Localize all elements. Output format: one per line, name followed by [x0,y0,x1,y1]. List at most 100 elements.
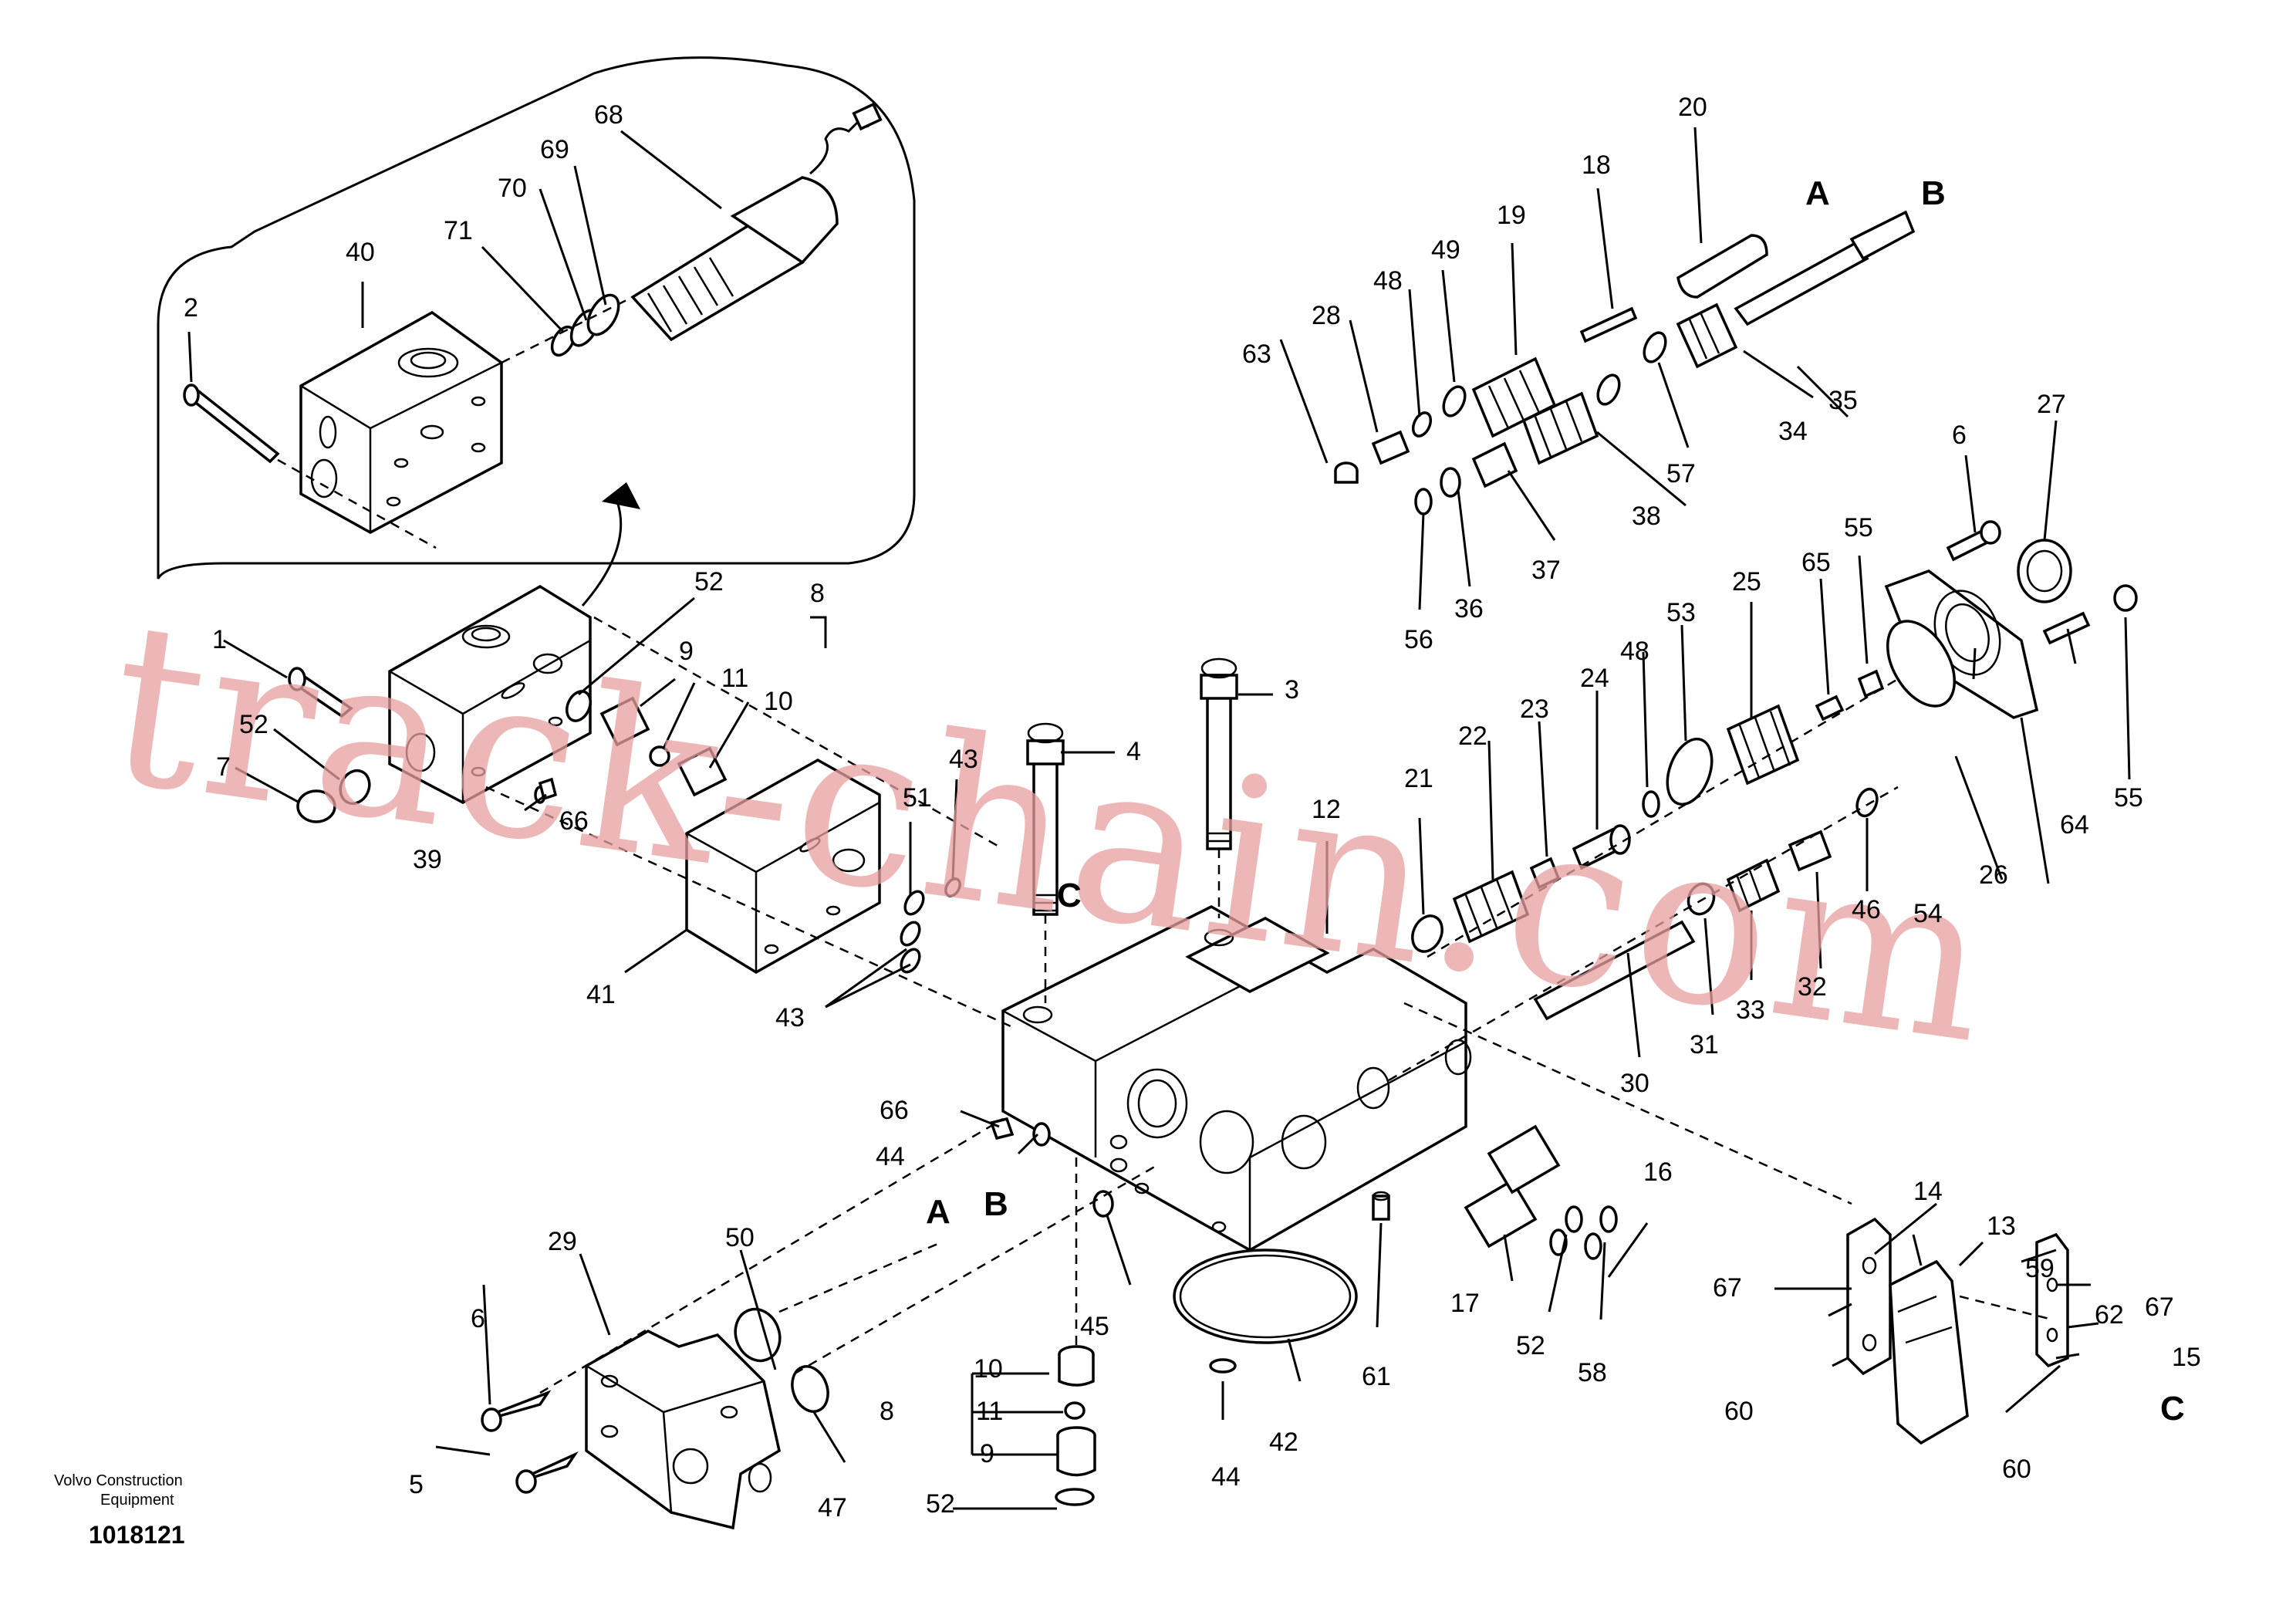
callout: 68 [594,100,623,130]
callout: 65 [1801,548,1831,577]
callout: 24 [1580,664,1609,693]
callout: 14 [1913,1177,1943,1206]
callout: 56 [1404,625,1433,654]
callout: 11 [721,664,748,693]
callout: 9 [679,637,694,666]
section-letter-b: B [984,1185,1008,1223]
callout: 48 [1620,637,1649,666]
callout: 47 [818,1493,847,1522]
callout: 6 [471,1304,485,1333]
callout: 27 [2037,390,2066,419]
callout: 8 [880,1397,894,1426]
callout: 10 [974,1354,1003,1384]
callout: 36 [1454,594,1484,623]
callout: 2 [184,293,198,323]
callout: 43 [775,1003,805,1032]
callout: 53 [1666,598,1696,627]
callout: 51 [903,783,932,813]
callout: 11 [976,1397,1003,1426]
callout: 52 [239,710,268,739]
callout: 62 [2095,1300,2124,1330]
callout: 37 [1531,556,1561,585]
callout: 7 [216,752,231,782]
callout: 44 [1211,1462,1241,1492]
callout: 60 [2002,1455,2031,1484]
callout: 23 [1520,694,1549,724]
callout: 48 [1373,266,1403,296]
footer-maker-line2: Equipment [100,1492,174,1509]
callout: 60 [1724,1397,1754,1426]
callout: 8 [810,579,825,608]
callout: 71 [444,216,473,245]
callout: 54 [1913,899,1943,928]
callout: 16 [1643,1157,1673,1187]
callout: 61 [1362,1362,1391,1391]
callout: 45 [1080,1312,1109,1341]
callout: 41 [586,980,616,1009]
callout: 44 [876,1142,905,1171]
callout: 3 [1285,675,1299,705]
callout: 10 [764,687,793,716]
cover-29 [585,1330,781,1530]
callout: 64 [2060,810,2089,840]
callout: 39 [413,845,442,874]
callout: 55 [2114,783,2143,813]
callout: 9 [980,1439,994,1468]
callout: 34 [1778,417,1808,446]
footer-maker: Volvo Construction [54,1472,183,1489]
callout: 12 [1312,795,1341,824]
callout: 19 [1497,201,1526,230]
callout: 59 [2025,1254,2055,1283]
callout: 15 [2172,1343,2201,1372]
valve-block-39 [388,584,592,804]
section-letter-a: A [1805,174,1830,212]
callout: 31 [1690,1030,1719,1059]
callout: 67 [1713,1273,1742,1303]
callout: 35 [1828,386,1858,415]
callout: 17 [1450,1289,1480,1318]
callout: 58 [1578,1358,1607,1387]
callout: 67 [2145,1293,2174,1322]
callout: 66 [559,806,589,836]
callout: 70 [498,174,527,203]
callout: 4 [1126,737,1141,766]
callout-labels: 68 69 70 71 40 2 52 8 1 9 11 10 52 7 39 … [184,93,2201,1522]
document-number: 1018121 [89,1521,185,1549]
callout: 20 [1678,93,1707,122]
callout: 66 [880,1096,909,1125]
section-letter-c: C [2160,1390,2185,1428]
callout: 63 [1242,340,1271,369]
callout: 57 [1666,459,1696,488]
callout: 18 [1582,150,1611,180]
callout: 55 [1844,513,1873,542]
callout: 50 [725,1223,755,1252]
section-letter-b: B [1921,174,1946,212]
callout: 25 [1732,567,1761,596]
callout: 6 [1952,421,1967,450]
callout: 28 [1312,301,1341,330]
section-letter-c: C [1057,877,1082,914]
callout: 21 [1404,764,1433,793]
callout: 52 [1516,1331,1545,1360]
callout: 1 [212,625,227,654]
callout: 33 [1736,995,1765,1025]
solenoid-detail-inset [157,56,916,580]
callout: 29 [548,1227,577,1256]
callout: 49 [1431,235,1460,265]
callout: 38 [1632,502,1661,531]
callout: 52 [926,1489,955,1519]
callout: 26 [1979,860,2008,890]
callout: 13 [1987,1211,2016,1241]
callout: 69 [540,135,569,164]
callout: 22 [1458,721,1487,751]
section-letter-a: A [926,1193,950,1231]
callout: 43 [949,745,978,774]
callout: 46 [1852,895,1881,924]
callout: 40 [346,238,375,267]
main-valve-body [1001,905,1472,1252]
callout: 42 [1269,1428,1298,1457]
callout: 5 [409,1470,424,1499]
callout: 30 [1620,1069,1649,1098]
